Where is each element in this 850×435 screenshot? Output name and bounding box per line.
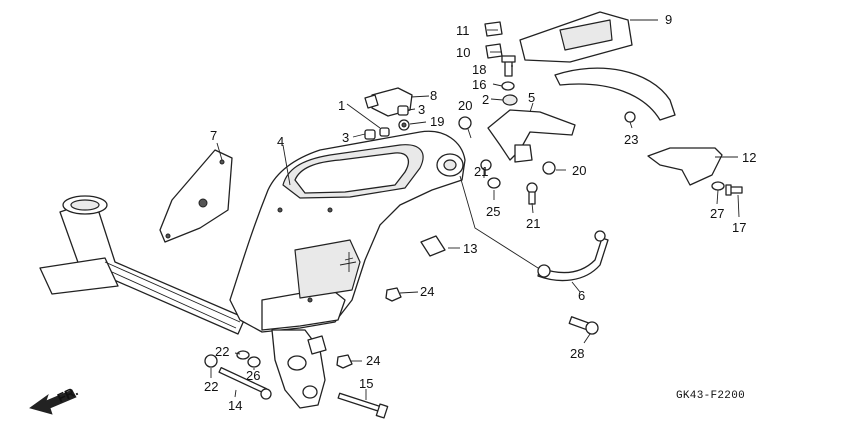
clip-3b [364,129,376,140]
label-13 [420,235,446,257]
bolt-28 [568,316,599,335]
callout-6: 6 [578,288,585,303]
drawing-code: GK43-F2200 [676,390,745,402]
bolt-20a [458,116,472,130]
callout-9: 9 [665,12,672,27]
nut-24b [336,354,353,369]
collar-26 [247,356,261,368]
callout-25: 25 [486,204,500,219]
callout-27: 27 [710,206,724,221]
callout-21b: 21 [526,216,540,231]
callout-16: 16 [472,77,486,92]
washer-22b [236,350,250,360]
nut-10 [485,43,503,59]
nut-24a [385,287,402,302]
side-plate-7 [159,149,233,243]
callout-10: 10 [456,45,470,60]
bolt-20b [542,161,556,175]
callout-21a: 21 [474,164,488,179]
callout-20a: 20 [458,98,472,113]
callout-22a: 22 [215,344,229,359]
callout-11: 11 [456,23,470,38]
bolt-14 [218,366,272,400]
callout-1: 1 [338,98,345,113]
callout-2: 2 [482,92,489,107]
bolt-21b [526,182,538,205]
callout-labels: 1 2 3 3 4 5 6 7 8 9 10 11 12 13 14 15 16… [204,12,756,413]
leader-lines [210,19,740,400]
callout-15: 15 [359,376,373,391]
callout-18: 18 [472,62,486,77]
bolt-18 [501,55,516,77]
callout-20b: 20 [572,163,586,178]
callout-17: 17 [732,220,746,235]
callout-26: 26 [246,368,260,383]
bolt-15 [337,392,389,419]
callout-3b: 3 [342,130,349,145]
callout-12: 12 [742,150,756,165]
callout-8: 8 [430,88,437,103]
callout-7: 7 [210,128,217,143]
grommet-23 [624,111,636,123]
cover-12 [647,147,723,186]
callout-22b: 22 [204,379,218,394]
rod-6 [537,230,609,282]
callout-14: 14 [228,398,242,413]
washer-16 [501,81,515,91]
frame-main-tube [39,195,246,335]
washer-27 [711,181,725,191]
bolt-21a [480,159,492,171]
callout-5: 5 [528,90,535,105]
callout-24b: 24 [366,353,380,368]
callout-24a: 24 [420,284,434,299]
rubber-2 [502,94,518,106]
callout-4: 4 [277,134,284,149]
body-frame-4 [229,130,466,333]
bracket-5 [487,109,576,163]
clip-11 [484,21,503,37]
front-direction-arrow: FR. [29,383,80,415]
rear-fender-9 [519,11,676,121]
callout-19: 19 [430,114,444,129]
collar-25 [487,177,501,189]
callout-23: 23 [624,132,638,147]
clip-1 [379,127,390,137]
clip-3a [397,105,409,116]
nut-22a [204,354,218,368]
bolt-19 [398,119,410,131]
front-direction-label: FR. [55,383,80,405]
callout-13: 13 [463,241,477,256]
callout-28: 28 [570,346,584,361]
bolt-17 [725,184,743,196]
callout-3a: 3 [418,102,425,117]
engine-hanger-bracket [271,329,327,409]
